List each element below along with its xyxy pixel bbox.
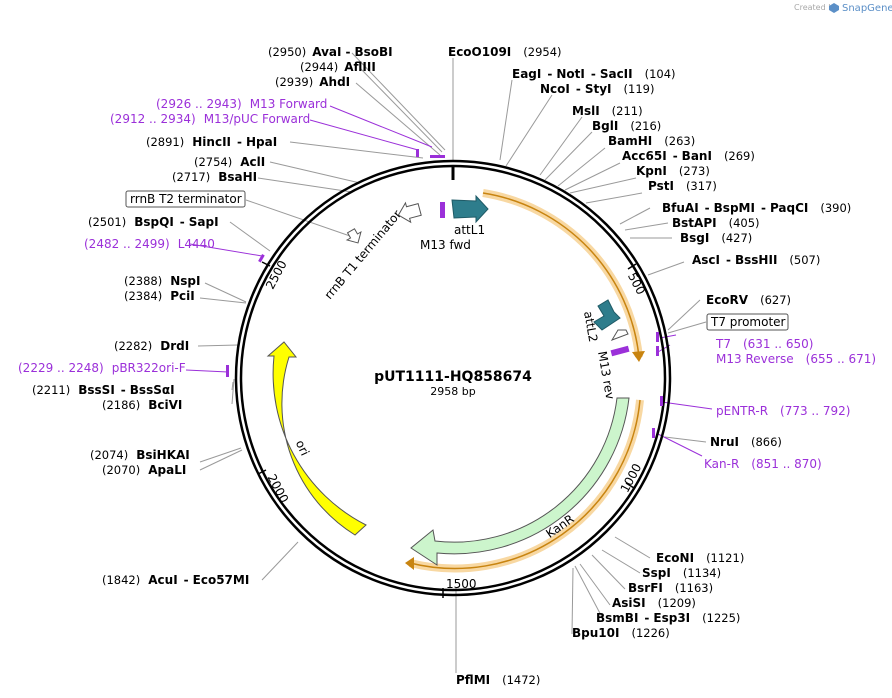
t7-promoter-feature[interactable]	[610, 329, 629, 341]
site-hincii[interactable]: (2891)HincII-HpaI	[146, 135, 277, 149]
site-asci[interactable]: AscI-BssHII(507)	[692, 253, 820, 267]
site-pcii[interactable]: (2384)PciI	[124, 289, 195, 303]
tick-label-1500: 1500	[446, 577, 477, 591]
site-bfuai[interactable]: BfuAI-BspMI-PaqCI(390)	[662, 201, 851, 215]
primer-pbr322ori-f[interactable]: (2229 .. 2248)pBR322ori-F	[18, 361, 186, 375]
rrnb-t2-box[interactable]	[125, 190, 246, 208]
site-bspqi[interactable]: (2501)BspQI-SapI	[88, 215, 219, 229]
site-pflmi[interactable]: PflMI(1472)	[456, 673, 540, 687]
site-acli[interactable]: (2754)AclI	[194, 155, 265, 169]
m13fwd-label: M13 fwd	[420, 238, 471, 252]
primer-m13-puc-forward[interactable]: (2912 .. 2934)M13/pUC Forward	[110, 112, 310, 126]
site-bstapi[interactable]: BstAPI(405)	[672, 216, 760, 230]
site-ecorv[interactable]: EcoRV(627)	[706, 293, 791, 307]
site-sspi[interactable]: SspI(1134)	[642, 566, 721, 580]
primer-kan-r[interactable]: Kan-R(851 .. 870)	[704, 457, 822, 471]
site-bsmbi[interactable]: BsmBI-Esp3I(1225)	[596, 611, 740, 625]
credit-prefix: Created by	[794, 3, 838, 12]
ori-label: ori	[293, 438, 312, 458]
attl2-feature[interactable]	[593, 299, 621, 331]
snapgene-logo-icon	[829, 3, 839, 13]
credit-brand: SnapGene	[842, 3, 892, 14]
backbone-outer	[234, 159, 672, 597]
orf-line-1	[482, 192, 640, 358]
primer-sites	[226, 149, 663, 438]
site-eagi[interactable]: EagI-NotI-SacII(104)	[512, 67, 676, 81]
orf-line-2	[409, 399, 641, 570]
m13rev-marker[interactable]	[610, 345, 630, 357]
site-bsssi[interactable]: (2211)BssSI-BssSαI	[32, 383, 175, 397]
leader-lines	[197, 52, 707, 673]
plasmid-name: pUT1111-HQ858674	[374, 369, 532, 385]
kanr-feature[interactable]	[410, 397, 630, 566]
orf-arrowhead-2	[405, 557, 414, 570]
primer-m13-reverse[interactable]: M13 Reverse(655 .. 671)	[716, 352, 876, 366]
site-bsrfi[interactable]: BsrFI(1163)	[628, 581, 713, 595]
primer-pentr-r[interactable]: pENTR-R(773 .. 792)	[716, 404, 850, 418]
tick-marks	[257, 261, 637, 598]
site-acc65i[interactable]: Acc65I-BanI(269)	[622, 149, 755, 163]
site-bsihkai[interactable]: (2074)BsiHKAI	[90, 448, 190, 462]
primer-t7[interactable]: T7(631 .. 650)	[715, 337, 813, 351]
site-drdi[interactable]: (2282)DrdI	[114, 339, 189, 353]
rrnb-t2-feature[interactable]	[344, 227, 365, 247]
primer-m13-forward[interactable]: (2926 .. 2943)M13 Forward	[156, 97, 327, 111]
site-bglii[interactable]: BglI(216)	[592, 119, 661, 133]
site-ahdi[interactable]: (2939)AhdI	[275, 75, 350, 89]
attl2-label: attL2	[581, 310, 600, 343]
primer-l4440[interactable]: (2482 .. 2499)L4440	[84, 237, 215, 251]
site-bamhi[interactable]: BamHI(263)	[608, 134, 695, 148]
site-avai[interactable]: (2950)AvaI-BsoBI	[268, 45, 393, 59]
ori-feature[interactable]	[266, 341, 367, 536]
site-kpni[interactable]: KpnI(273)	[636, 164, 710, 178]
orf-arrowhead-1	[632, 351, 645, 362]
site-eco0109i[interactable]: EcoO109I(2954)	[448, 45, 562, 59]
t7-promoter-box[interactable]	[706, 313, 789, 331]
site-apali[interactable]: (2070)ApaLI	[102, 463, 186, 477]
site-bcivi[interactable]: (2186)BciVI	[102, 398, 182, 412]
m13fwd-marker[interactable]	[440, 202, 445, 218]
site-bpu10i[interactable]: Bpu10I(1226)	[572, 626, 670, 640]
primer-leader-lines	[185, 105, 713, 457]
site-nrui[interactable]: NruI(866)	[710, 435, 782, 449]
rrnb-t1-label: rrnB T1 terminator	[322, 207, 405, 302]
tick-label-2000: 2000	[265, 472, 292, 506]
t7-promoter-label: T7 promoter	[710, 315, 786, 329]
site-aflii[interactable]: (2944)AflIII	[300, 60, 376, 74]
site-nspi[interactable]: (2388)NspI	[124, 274, 201, 288]
site-econi[interactable]: EcoNI(1121)	[656, 551, 744, 565]
site-acui[interactable]: (1842)AcuI-Eco57MI	[102, 573, 249, 587]
m13rev-label: M13 rev	[595, 350, 617, 400]
site-ncoi[interactable]: NcoI-StyI(119)	[540, 82, 654, 96]
plasmid-length: 2958 bp	[430, 385, 475, 398]
orf-band-1	[482, 189, 643, 358]
site-msli[interactable]: MslI(211)	[572, 104, 643, 118]
site-asisi[interactable]: AsiSI(1209)	[612, 596, 696, 610]
site-bsgi[interactable]: BsgI(427)	[680, 231, 752, 245]
rrnb-t2-label: rrnB T2 terminator	[130, 192, 242, 206]
attl1-feature[interactable]	[451, 194, 489, 224]
attl1-label: attL1	[454, 223, 485, 237]
site-bsahi[interactable]: (2717)BsaHI	[172, 170, 257, 184]
site-psti[interactable]: PstI(317)	[648, 179, 717, 193]
rrnb-t1-feature[interactable]	[396, 200, 422, 225]
